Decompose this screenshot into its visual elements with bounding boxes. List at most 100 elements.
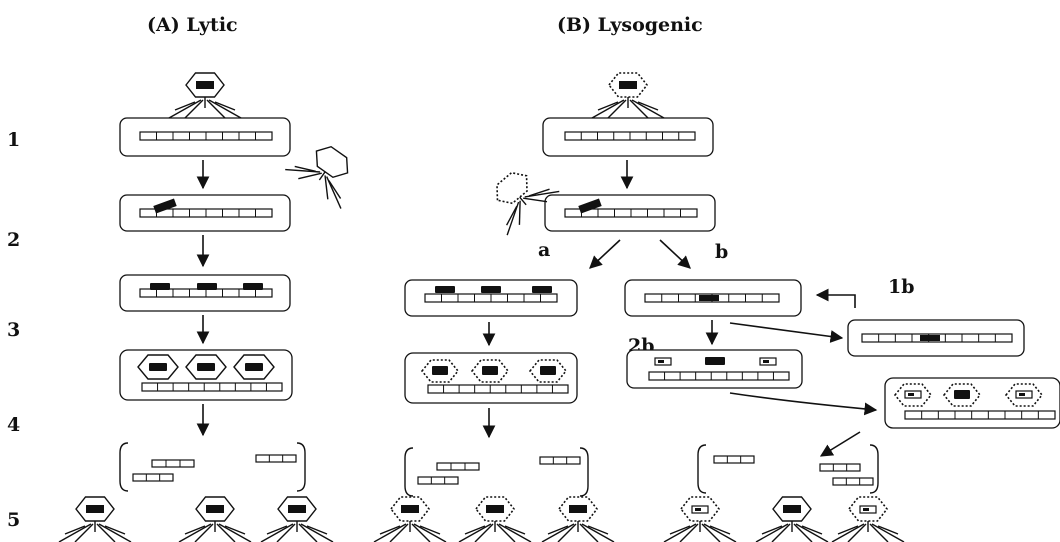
phage-dna bbox=[486, 505, 504, 513]
step-label-5: 5 bbox=[7, 509, 20, 531]
phage-tail-fiber bbox=[541, 523, 575, 542]
phage-tail-fiber bbox=[218, 523, 252, 542]
phage-dna bbox=[695, 508, 701, 511]
phage-tail-fiber bbox=[276, 523, 296, 542]
phage-tail-fiber bbox=[168, 99, 202, 119]
chromosome bbox=[564, 131, 696, 141]
phage-tail-fiber bbox=[847, 523, 867, 542]
integrated-prophage-dna bbox=[699, 295, 719, 301]
phage-tail-fiber bbox=[506, 201, 520, 236]
lytic-title: (A) Lytic bbox=[147, 14, 238, 36]
plasmid-copy-insert bbox=[763, 360, 769, 363]
phage-dna bbox=[196, 81, 214, 89]
lysogenic-title: (B) Lysogenic bbox=[557, 14, 703, 36]
phage-tail-fiber bbox=[801, 525, 823, 535]
bacteriophage bbox=[168, 72, 242, 119]
phage-tail-fiber bbox=[607, 99, 627, 119]
phage-tail-fiber bbox=[413, 523, 447, 542]
lysis-bracket-left bbox=[119, 442, 129, 492]
branch-label-a: a bbox=[538, 239, 550, 261]
phage-tail-fiber bbox=[464, 525, 486, 535]
phage-tail-fiber bbox=[703, 523, 737, 542]
phage-tail-fiber bbox=[178, 523, 212, 542]
chromosome bbox=[861, 333, 1013, 343]
dna-fragment-strip bbox=[713, 455, 755, 464]
branch-label-b: b bbox=[715, 241, 728, 263]
dna-fragment bbox=[255, 454, 297, 463]
arrow bbox=[819, 431, 861, 457]
phage-dna bbox=[540, 366, 556, 375]
phage-dna bbox=[954, 390, 970, 399]
arrow-branch-a bbox=[589, 239, 621, 269]
phage-tail-fiber bbox=[379, 525, 401, 535]
bacteriophage bbox=[663, 496, 737, 542]
chromosome-strip bbox=[427, 384, 569, 394]
phage-dna bbox=[86, 505, 104, 513]
phage-tail-fiber bbox=[260, 523, 294, 542]
phage-dna bbox=[619, 81, 637, 89]
bacteriophage bbox=[373, 496, 447, 542]
chromosome-group bbox=[139, 131, 1056, 420]
phage-tail-fiber bbox=[504, 525, 526, 535]
bacteriophage bbox=[591, 72, 665, 119]
phage-tail-fiber bbox=[184, 525, 206, 535]
phage-tail-fiber bbox=[837, 525, 859, 535]
phage-tail-fiber bbox=[96, 523, 116, 542]
phage-tail-fiber bbox=[298, 523, 318, 542]
plasmid-copy-insert bbox=[908, 393, 914, 396]
phage-tail-fiber bbox=[496, 523, 516, 542]
dna-fragment bbox=[819, 463, 861, 472]
bacteriophage bbox=[178, 496, 252, 542]
phage-tail-fiber bbox=[795, 523, 829, 542]
phage-dna bbox=[481, 286, 501, 293]
lysis-bracket-right bbox=[296, 442, 306, 492]
phage-tail-fiber bbox=[629, 99, 649, 119]
chromosome-strip bbox=[141, 382, 283, 392]
phage-tail-fiber bbox=[709, 525, 731, 535]
phage-tail-fiber bbox=[793, 523, 813, 542]
phage-tail-fiber bbox=[831, 523, 865, 542]
phage-tail-fiber bbox=[637, 101, 659, 111]
dna-fragment-strip bbox=[436, 462, 480, 471]
dna-fragment bbox=[151, 459, 195, 468]
dna-fragment-strip bbox=[255, 454, 297, 463]
phage-tail-fiber bbox=[184, 99, 204, 119]
phage-tail-fiber bbox=[669, 525, 691, 535]
phage-dna bbox=[532, 286, 552, 293]
chromosome bbox=[644, 293, 780, 303]
lysis-bracket-left bbox=[404, 447, 414, 497]
phage-dna bbox=[435, 286, 455, 293]
chromosome bbox=[139, 131, 273, 141]
dna-fragment bbox=[436, 462, 480, 471]
phage-tail-fiber bbox=[298, 172, 322, 180]
phage-dna bbox=[245, 363, 263, 371]
phage-capsid bbox=[496, 171, 528, 205]
phage-tail-fiber bbox=[419, 525, 441, 535]
phage-tail-fiber bbox=[458, 523, 492, 542]
phage-tail-fiber bbox=[871, 523, 905, 542]
phage-dna bbox=[432, 366, 448, 375]
phage-tail-fiber bbox=[194, 523, 214, 542]
injected-phage-dna bbox=[578, 198, 602, 214]
phage-group bbox=[58, 72, 1044, 542]
phage-dna bbox=[401, 505, 419, 513]
phage-tail-fiber bbox=[523, 197, 548, 203]
phage-tail-fiber bbox=[104, 525, 126, 535]
step-label-2: 2 bbox=[7, 229, 20, 251]
dna-fragment-strip bbox=[417, 476, 459, 485]
chromosome bbox=[424, 293, 558, 303]
phage-tail bbox=[519, 196, 527, 206]
phage-tail-fiber bbox=[411, 523, 431, 542]
arrow bbox=[729, 392, 878, 416]
phage-tail-fiber bbox=[389, 523, 409, 542]
phage-tail-fiber bbox=[474, 523, 494, 542]
bacteriophage bbox=[285, 145, 349, 209]
chromosome bbox=[564, 208, 698, 218]
plasmid-copy-insert bbox=[1019, 393, 1025, 396]
dna-fragment-strip bbox=[832, 477, 874, 486]
phage-tail-fiber bbox=[591, 99, 625, 119]
phage-tail-fiber bbox=[547, 525, 569, 535]
step-label-3: 3 bbox=[7, 319, 20, 341]
phage-tail-fiber bbox=[224, 525, 246, 535]
bacteriophage bbox=[496, 171, 560, 236]
